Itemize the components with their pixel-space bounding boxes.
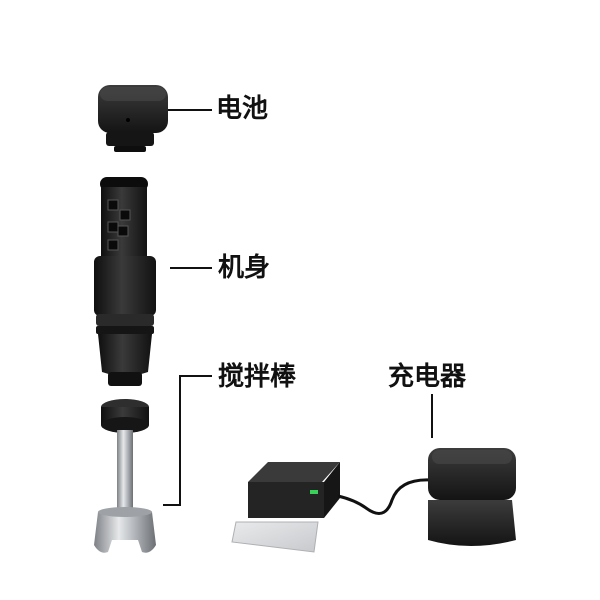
blending-stick-leader-line (163, 375, 212, 506)
blending-stick-part (94, 399, 156, 553)
blending-stick-label: 搅拌棒 (218, 362, 297, 392)
battery-part (98, 85, 168, 152)
charger-part (231, 448, 516, 553)
body-label: 机身 (218, 253, 271, 283)
charger-label: 充电器 (388, 362, 467, 392)
body-part (94, 177, 156, 386)
battery-label: 电池 (216, 94, 269, 124)
